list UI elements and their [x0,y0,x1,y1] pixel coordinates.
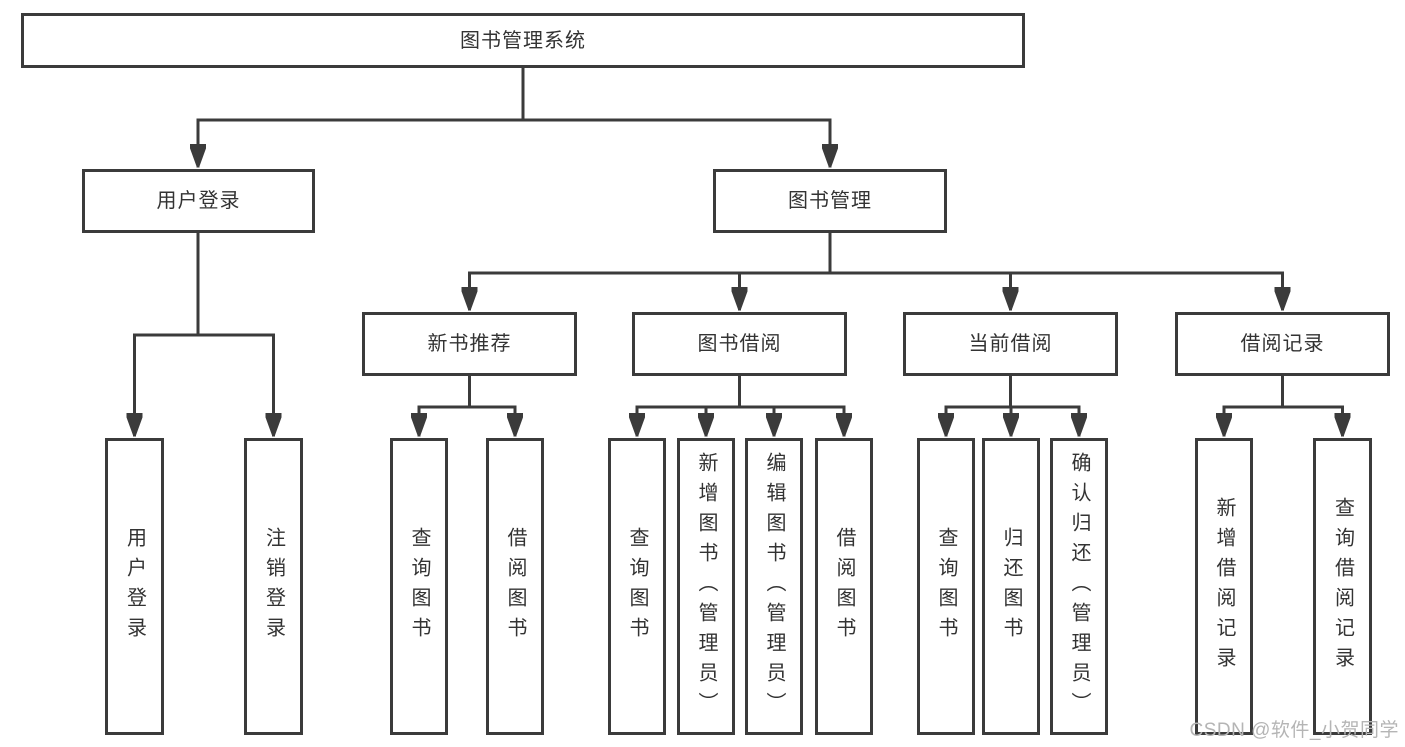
node-new-book-recommend: 新书推荐 [362,312,577,376]
node-label: 查询图书 [935,526,957,647]
node-leaf-user-login: 用户登录 [105,438,164,735]
node-book-management: 图书管理 [713,169,947,233]
node-leaf-return-books: 归还图书 [982,438,1040,735]
node-leaf-confirm-return-admin: 确认归还（管理员） [1050,438,1108,735]
node-user-login: 用户登录 [82,169,315,233]
node-label: 新增图书（管理员） [695,451,717,722]
connector-user-login-to-leaves [135,233,274,437]
connector-current-borrow-to-leaves [946,376,1079,437]
node-label: 新增借阅记录 [1213,496,1235,677]
node-label: 确认归还（管理员） [1068,451,1090,722]
node-leaf-query-books-borrow: 查询图书 [608,438,666,735]
node-leaf-query-books-recommend: 查询图书 [390,438,448,735]
node-library-management-system: 图书管理系统 [21,13,1025,68]
node-leaf-query-borrow-record: 查询借阅记录 [1313,438,1372,735]
connector-new-book-recommend-to-leaves [419,376,515,437]
node-leaf-query-books-current: 查询图书 [917,438,975,735]
connector-book-borrow-to-leaves [637,376,844,437]
node-label: 查询图书 [408,526,430,647]
node-borrow-records: 借阅记录 [1175,312,1390,376]
node-leaf-borrow-books-recommend: 借阅图书 [486,438,544,735]
node-leaf-add-books-admin: 新增图书（管理员） [677,438,735,735]
node-label: 查询借阅记录 [1331,496,1354,677]
connector-book-management-to-level3 [470,233,1283,311]
node-label: 归还图书 [1000,526,1022,647]
node-label: 借阅图书 [833,526,855,647]
node-label: 编辑图书（管理员） [763,451,785,722]
node-leaf-add-borrow-record: 新增借阅记录 [1195,438,1253,735]
node-book-borrow: 图书借阅 [632,312,847,376]
node-label: 借阅图书 [504,526,526,647]
node-leaf-logout: 注销登录 [244,438,303,735]
connector-root-to-level2 [198,68,830,168]
node-label: 查询图书 [626,526,648,647]
node-leaf-edit-books-admin: 编辑图书（管理员） [745,438,803,735]
node-label: 注销登录 [262,526,285,647]
connector-borrow-records-to-leaves [1224,376,1343,437]
node-current-borrow: 当前借阅 [903,312,1118,376]
node-leaf-borrow-books: 借阅图书 [815,438,873,735]
node-label: 用户登录 [123,526,146,647]
